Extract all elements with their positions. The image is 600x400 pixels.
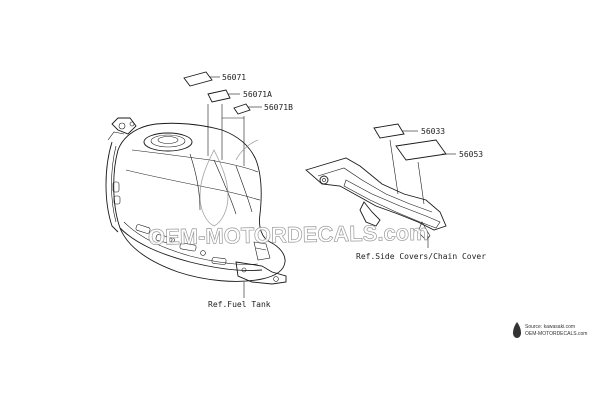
sticker-56033 [373,123,418,195]
part-label-56071B: 56071B [264,103,293,112]
watermark-drop-icon [199,149,229,227]
source-line-1: Source: kawasaki.com [525,324,575,330]
source-line-2: OEM-MOTORDECALS.com [525,331,587,337]
ref-label-side-covers: Ref.Side Covers/Chain Cover [356,252,486,261]
sticker-56071A [207,89,240,103]
fuel-tank-drawing [105,117,287,298]
part-label-56071: 56071 [222,73,246,82]
sticker-56071 [183,71,220,87]
sticker-56071B [233,103,262,115]
ref-label-fuel-tank: Ref.Fuel Tank [208,300,271,309]
source-credit: Source: kawasaki.com OEM-MOTORDECALS.com [513,322,587,338]
side-cover-drawing [305,157,447,248]
watermark-text: OEM-MOTORDECALS.com [148,220,429,250]
part-label-56033: 56033 [421,127,445,136]
source-logo-icon [513,322,521,338]
sticker-leaders-tank [207,104,245,166]
sticker-56053 [395,139,456,205]
part-label-56071A: 56071A [243,90,272,99]
part-label-56053: 56053 [459,150,483,159]
watermark: OEM-MOTORDECALS.com [147,139,429,250]
